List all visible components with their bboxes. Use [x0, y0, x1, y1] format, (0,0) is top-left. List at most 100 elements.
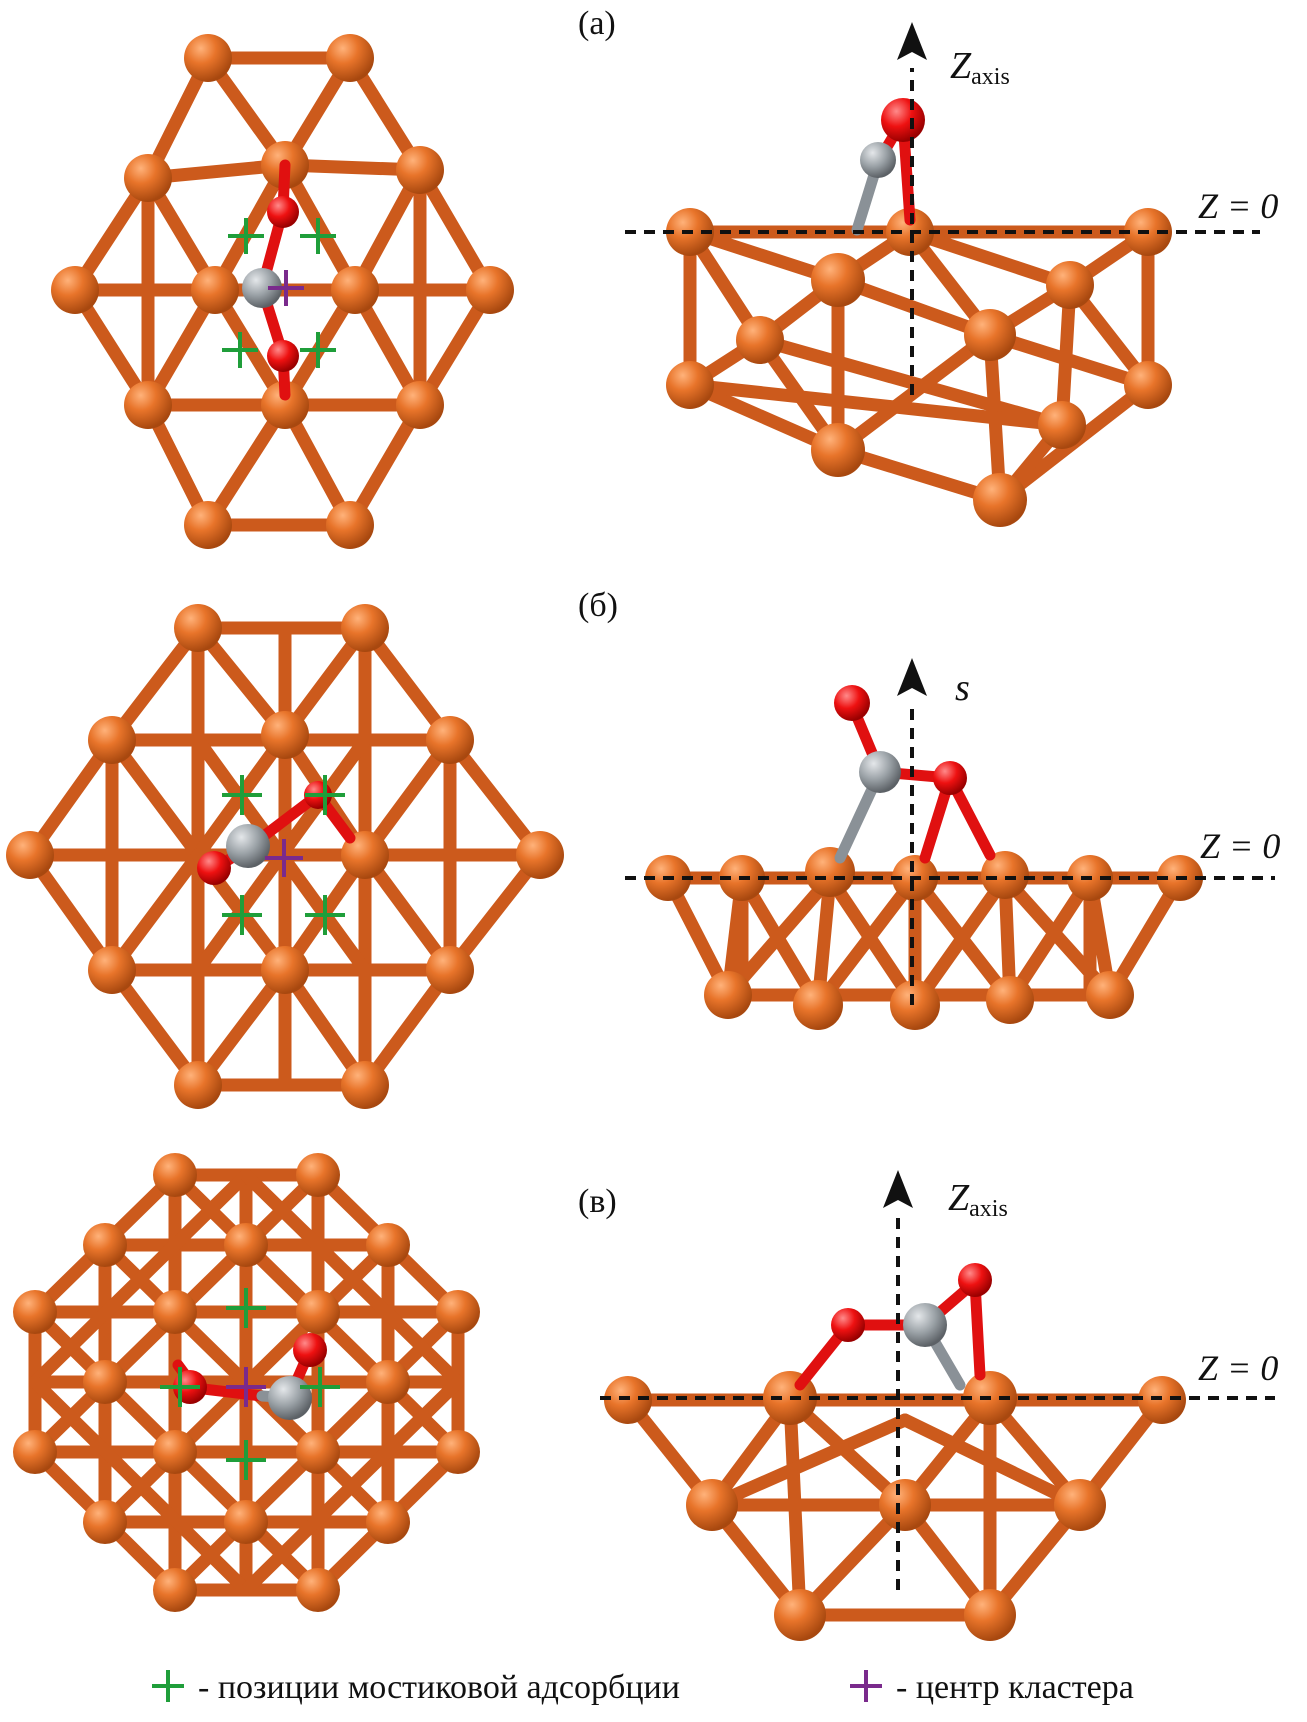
carbon-atom	[268, 1376, 312, 1420]
oxygen-atom	[834, 685, 870, 721]
cu-atom	[341, 604, 389, 652]
bridge-position-marker	[300, 218, 336, 254]
bridge-markers-b	[222, 775, 345, 935]
cu-atom	[396, 146, 444, 194]
adsorbate-c-side	[794, 1263, 992, 1391]
carbon-atom	[226, 824, 270, 868]
cluster-b-atoms	[6, 604, 564, 1109]
cu-atom	[426, 716, 474, 764]
panel-label-b: (б)	[578, 587, 618, 624]
legend-center-text: - центр кластера	[896, 1669, 1134, 1706]
axis-label-a: Zaxis	[950, 45, 1010, 90]
cu-atom	[296, 1568, 340, 1612]
cu-atom	[964, 309, 1016, 361]
oxygen-atom	[831, 1308, 865, 1342]
bridge-position-marker	[222, 332, 258, 368]
panel-c-side-view: (в)	[578, 1170, 1278, 1641]
bridge-position-marker	[228, 218, 264, 254]
cu-atom	[174, 1061, 222, 1109]
bridge-markers-c	[160, 1288, 340, 1480]
cu-atom	[174, 604, 222, 652]
cu-atom	[261, 381, 309, 429]
cu-atom	[341, 831, 389, 879]
cu-atom	[326, 34, 374, 82]
cu-atom	[1046, 261, 1094, 309]
zero-label-b: Z = 0	[1200, 826, 1280, 866]
carbon-atom	[242, 268, 282, 308]
cu-atom	[964, 1589, 1016, 1641]
cu-atom	[666, 361, 714, 409]
cu-atom	[124, 381, 172, 429]
z-axis-arrow-c	[883, 1170, 913, 1208]
cu-atom	[153, 1568, 197, 1612]
cu-atom	[326, 501, 374, 549]
cu-atom	[1054, 1479, 1106, 1531]
oxygen-atom	[958, 1263, 992, 1297]
panel-b-side-view: (б)	[578, 587, 1280, 1030]
cu-atom	[466, 266, 514, 314]
oxygen-atom	[197, 851, 231, 885]
adsorbate-a-side	[851, 98, 925, 236]
cu-atom	[83, 1223, 127, 1267]
cluster-a-side-atoms	[666, 208, 1172, 527]
cu-atom	[13, 1430, 57, 1474]
carbon-atom	[859, 751, 901, 793]
cu-atom	[224, 1223, 268, 1267]
cu-atom	[436, 1430, 480, 1474]
cu-atom	[686, 1479, 738, 1531]
zero-label-c: Z = 0	[1198, 1348, 1278, 1388]
cu-atom	[366, 1500, 410, 1544]
cluster-a-atoms	[51, 34, 514, 549]
cu-atom	[296, 1430, 340, 1474]
cu-atom	[224, 1500, 268, 1544]
axis-label-b: s	[955, 667, 970, 709]
bridge-position-marker	[226, 1440, 266, 1480]
legend: - позиции мостиковой адсорбции - центр к…	[152, 1669, 1134, 1706]
panel-a-side-view: (а)	[578, 5, 1278, 527]
cu-atom	[296, 1153, 340, 1197]
cluster-center-marker	[268, 270, 304, 306]
cu-atom	[83, 1360, 127, 1404]
s-axis-arrow-b	[897, 658, 927, 696]
cu-atom	[13, 1290, 57, 1334]
cluster-center-marker	[226, 1367, 266, 1407]
cu-atom	[153, 1153, 197, 1197]
cu-atom	[1124, 361, 1172, 409]
cu-atom	[981, 851, 1029, 899]
cluster-c-atoms	[13, 1153, 480, 1612]
panel-a-top-view	[51, 34, 514, 549]
oxygen-atom	[933, 761, 967, 795]
cu-atom	[986, 976, 1034, 1024]
cu-atom	[1086, 971, 1134, 1019]
cu-atom	[811, 253, 865, 307]
oxygen-atom	[881, 98, 925, 142]
cu-atom	[366, 1223, 410, 1267]
cu-atom	[736, 316, 784, 364]
legend-bridge-marker	[152, 1670, 184, 1702]
cu-atom	[366, 1360, 410, 1404]
cu-atom	[516, 831, 564, 879]
cu-atom	[774, 1589, 826, 1641]
cu-atom	[184, 501, 232, 549]
cu-atom	[261, 946, 309, 994]
cu-atom	[153, 1430, 197, 1474]
carbon-atom	[903, 1303, 947, 1347]
legend-bridge-text: - позиции мостиковой адсорбции	[198, 1669, 680, 1706]
cu-atom	[261, 711, 309, 759]
adsorbate-b-side	[834, 685, 996, 864]
bridge-position-marker	[305, 895, 345, 935]
cu-atom	[973, 473, 1027, 527]
cu-atom	[296, 1290, 340, 1334]
oxygen-atom	[267, 340, 299, 372]
oxygen-atom	[293, 1333, 327, 1367]
cu-atom	[341, 1061, 389, 1109]
z-axis-arrow-a	[897, 22, 927, 60]
cu-atom	[83, 1500, 127, 1544]
cluster-a-bonds	[68, 51, 497, 532]
adsorbate-a	[242, 159, 299, 401]
panel-label-a: (а)	[578, 5, 616, 42]
axis-label-c: Zaxis	[948, 1177, 1008, 1222]
bridge-position-marker	[160, 1367, 200, 1407]
cu-atom	[793, 980, 843, 1030]
cu-atom	[184, 34, 232, 82]
